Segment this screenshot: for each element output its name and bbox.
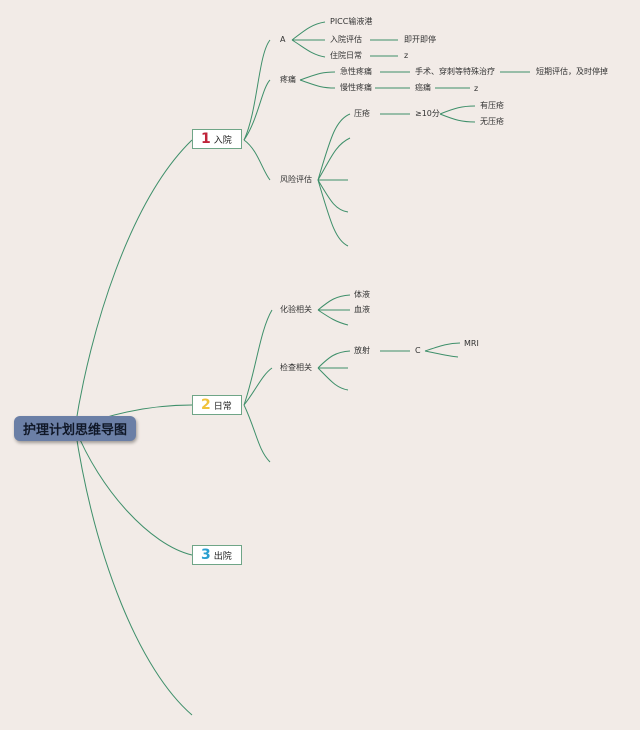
node-pain[interactable]: 疼痛: [280, 75, 296, 84]
stage-node-admission[interactable]: 1 入院: [192, 129, 242, 149]
stage-node-daily[interactable]: 2 日常: [192, 395, 242, 415]
node-cancer-pain[interactable]: 癌痛: [415, 83, 431, 92]
node-radiology[interactable]: 放射: [354, 346, 370, 355]
node-mri[interactable]: MRI: [464, 339, 479, 348]
node-picc[interactable]: PICC输液港: [330, 17, 373, 26]
node-exam[interactable]: 检查相关: [280, 363, 312, 372]
stage-label: 出院: [213, 551, 232, 562]
node-surgery[interactable]: 手术、穿刺等特殊治疗: [415, 67, 495, 76]
node-instant-stop[interactable]: 即开即停: [404, 35, 436, 44]
node-inpatient-daily[interactable]: 住院日常: [330, 51, 362, 60]
node-has-sore[interactable]: 有压疮: [480, 101, 504, 110]
stage-number: 1: [201, 131, 211, 147]
node-blood[interactable]: 血液: [354, 305, 370, 314]
node-chronic-pain[interactable]: 慢性疼痛: [340, 83, 372, 92]
connector-root-stage3: [74, 427, 193, 556]
node-acute-pain[interactable]: 急性疼痛: [340, 67, 372, 76]
node-z2[interactable]: z: [474, 84, 479, 93]
stage-label: 日常: [213, 401, 232, 412]
node-score[interactable]: ≥10分: [415, 109, 440, 118]
root-node[interactable]: 护理计划思维导图: [14, 416, 136, 441]
node-A[interactable]: A: [280, 35, 286, 44]
node-body-fluid[interactable]: 体液: [354, 290, 370, 299]
node-no-sore[interactable]: 无压疮: [480, 117, 504, 126]
connector-root-bottom: [74, 427, 193, 716]
node-C[interactable]: C: [415, 346, 421, 355]
stage-label: 入院: [213, 135, 232, 146]
node-z1[interactable]: z: [404, 51, 409, 60]
stage-number: 3: [201, 547, 211, 563]
node-risk-assessment[interactable]: 风险评估: [280, 175, 312, 184]
node-admission-assessment[interactable]: 入院评估: [330, 35, 362, 44]
stage-number: 2: [201, 397, 211, 413]
stage-node-discharge[interactable]: 3 出院: [192, 545, 242, 565]
connector-root-stage1: [74, 139, 193, 429]
node-short-term[interactable]: 短期评估，及时停掉: [536, 67, 608, 76]
node-pressure-sore[interactable]: 压疮: [354, 109, 370, 118]
node-lab[interactable]: 化验相关: [280, 305, 312, 314]
